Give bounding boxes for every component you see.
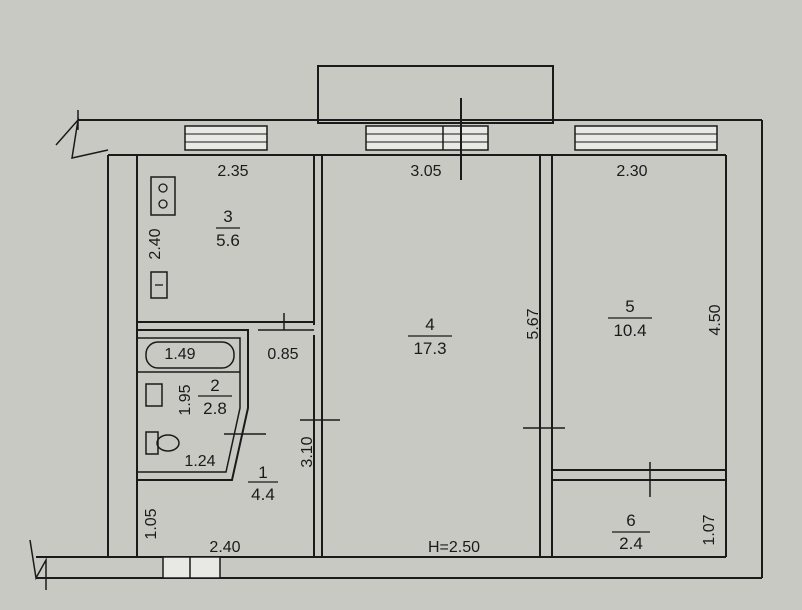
dim-room4-depth: 5.67: [525, 308, 542, 339]
dim-room3-width: 2.35: [217, 163, 248, 180]
dim-corridor-width: 0.85: [267, 346, 298, 363]
room6-number: 6: [626, 511, 635, 530]
window-kitchen: [184, 125, 268, 151]
dim-room6-depth: 1.07: [701, 514, 718, 545]
bathroom-wall: [137, 329, 249, 481]
room3-number: 3: [223, 207, 232, 226]
dim-room5-width: 2.30: [616, 163, 647, 180]
window-living: [365, 125, 489, 151]
dim-bath-width: 1.49: [164, 346, 195, 363]
room4-number: 4: [425, 315, 434, 334]
ceiling-height: H=2.50: [428, 539, 480, 556]
dim-hall-depth: 1.05: [143, 508, 160, 539]
dim-bath-depth: 1.95: [177, 384, 194, 415]
bathroom-wall-inner: [137, 337, 241, 473]
room2-area: 2.8: [203, 399, 227, 418]
room6-area: 2.4: [619, 534, 643, 553]
bath-sink-icon: [145, 383, 163, 407]
dim-room3-depth: 2.40: [147, 228, 164, 259]
room3-area: 5.6: [216, 231, 240, 250]
balcony: [317, 65, 554, 124]
break-mark-top: [55, 117, 109, 159]
bathtub-icon: [145, 341, 235, 369]
dim-room4-width: 3.05: [410, 163, 441, 180]
entrance-door: [162, 556, 221, 579]
toilet-icon: [145, 431, 180, 455]
break-mark-bottom: [29, 539, 47, 590]
dim-wc-width: 1.24: [184, 453, 215, 470]
room1-area: 4.4: [251, 485, 275, 504]
dim-hall-width: 2.40: [209, 539, 240, 556]
room1-number: 1: [258, 463, 267, 482]
sink-icon: [150, 271, 168, 299]
room5-area: 10.4: [613, 321, 646, 340]
room2-number: 2: [210, 376, 219, 395]
dim-room5-depth: 4.50: [707, 304, 724, 335]
window-bedroom: [574, 125, 718, 151]
stove-icon: [150, 176, 176, 216]
dim-corridor-depth: 3.10: [299, 436, 316, 467]
room4-area: 17.3: [413, 339, 446, 358]
room5-number: 5: [625, 297, 634, 316]
